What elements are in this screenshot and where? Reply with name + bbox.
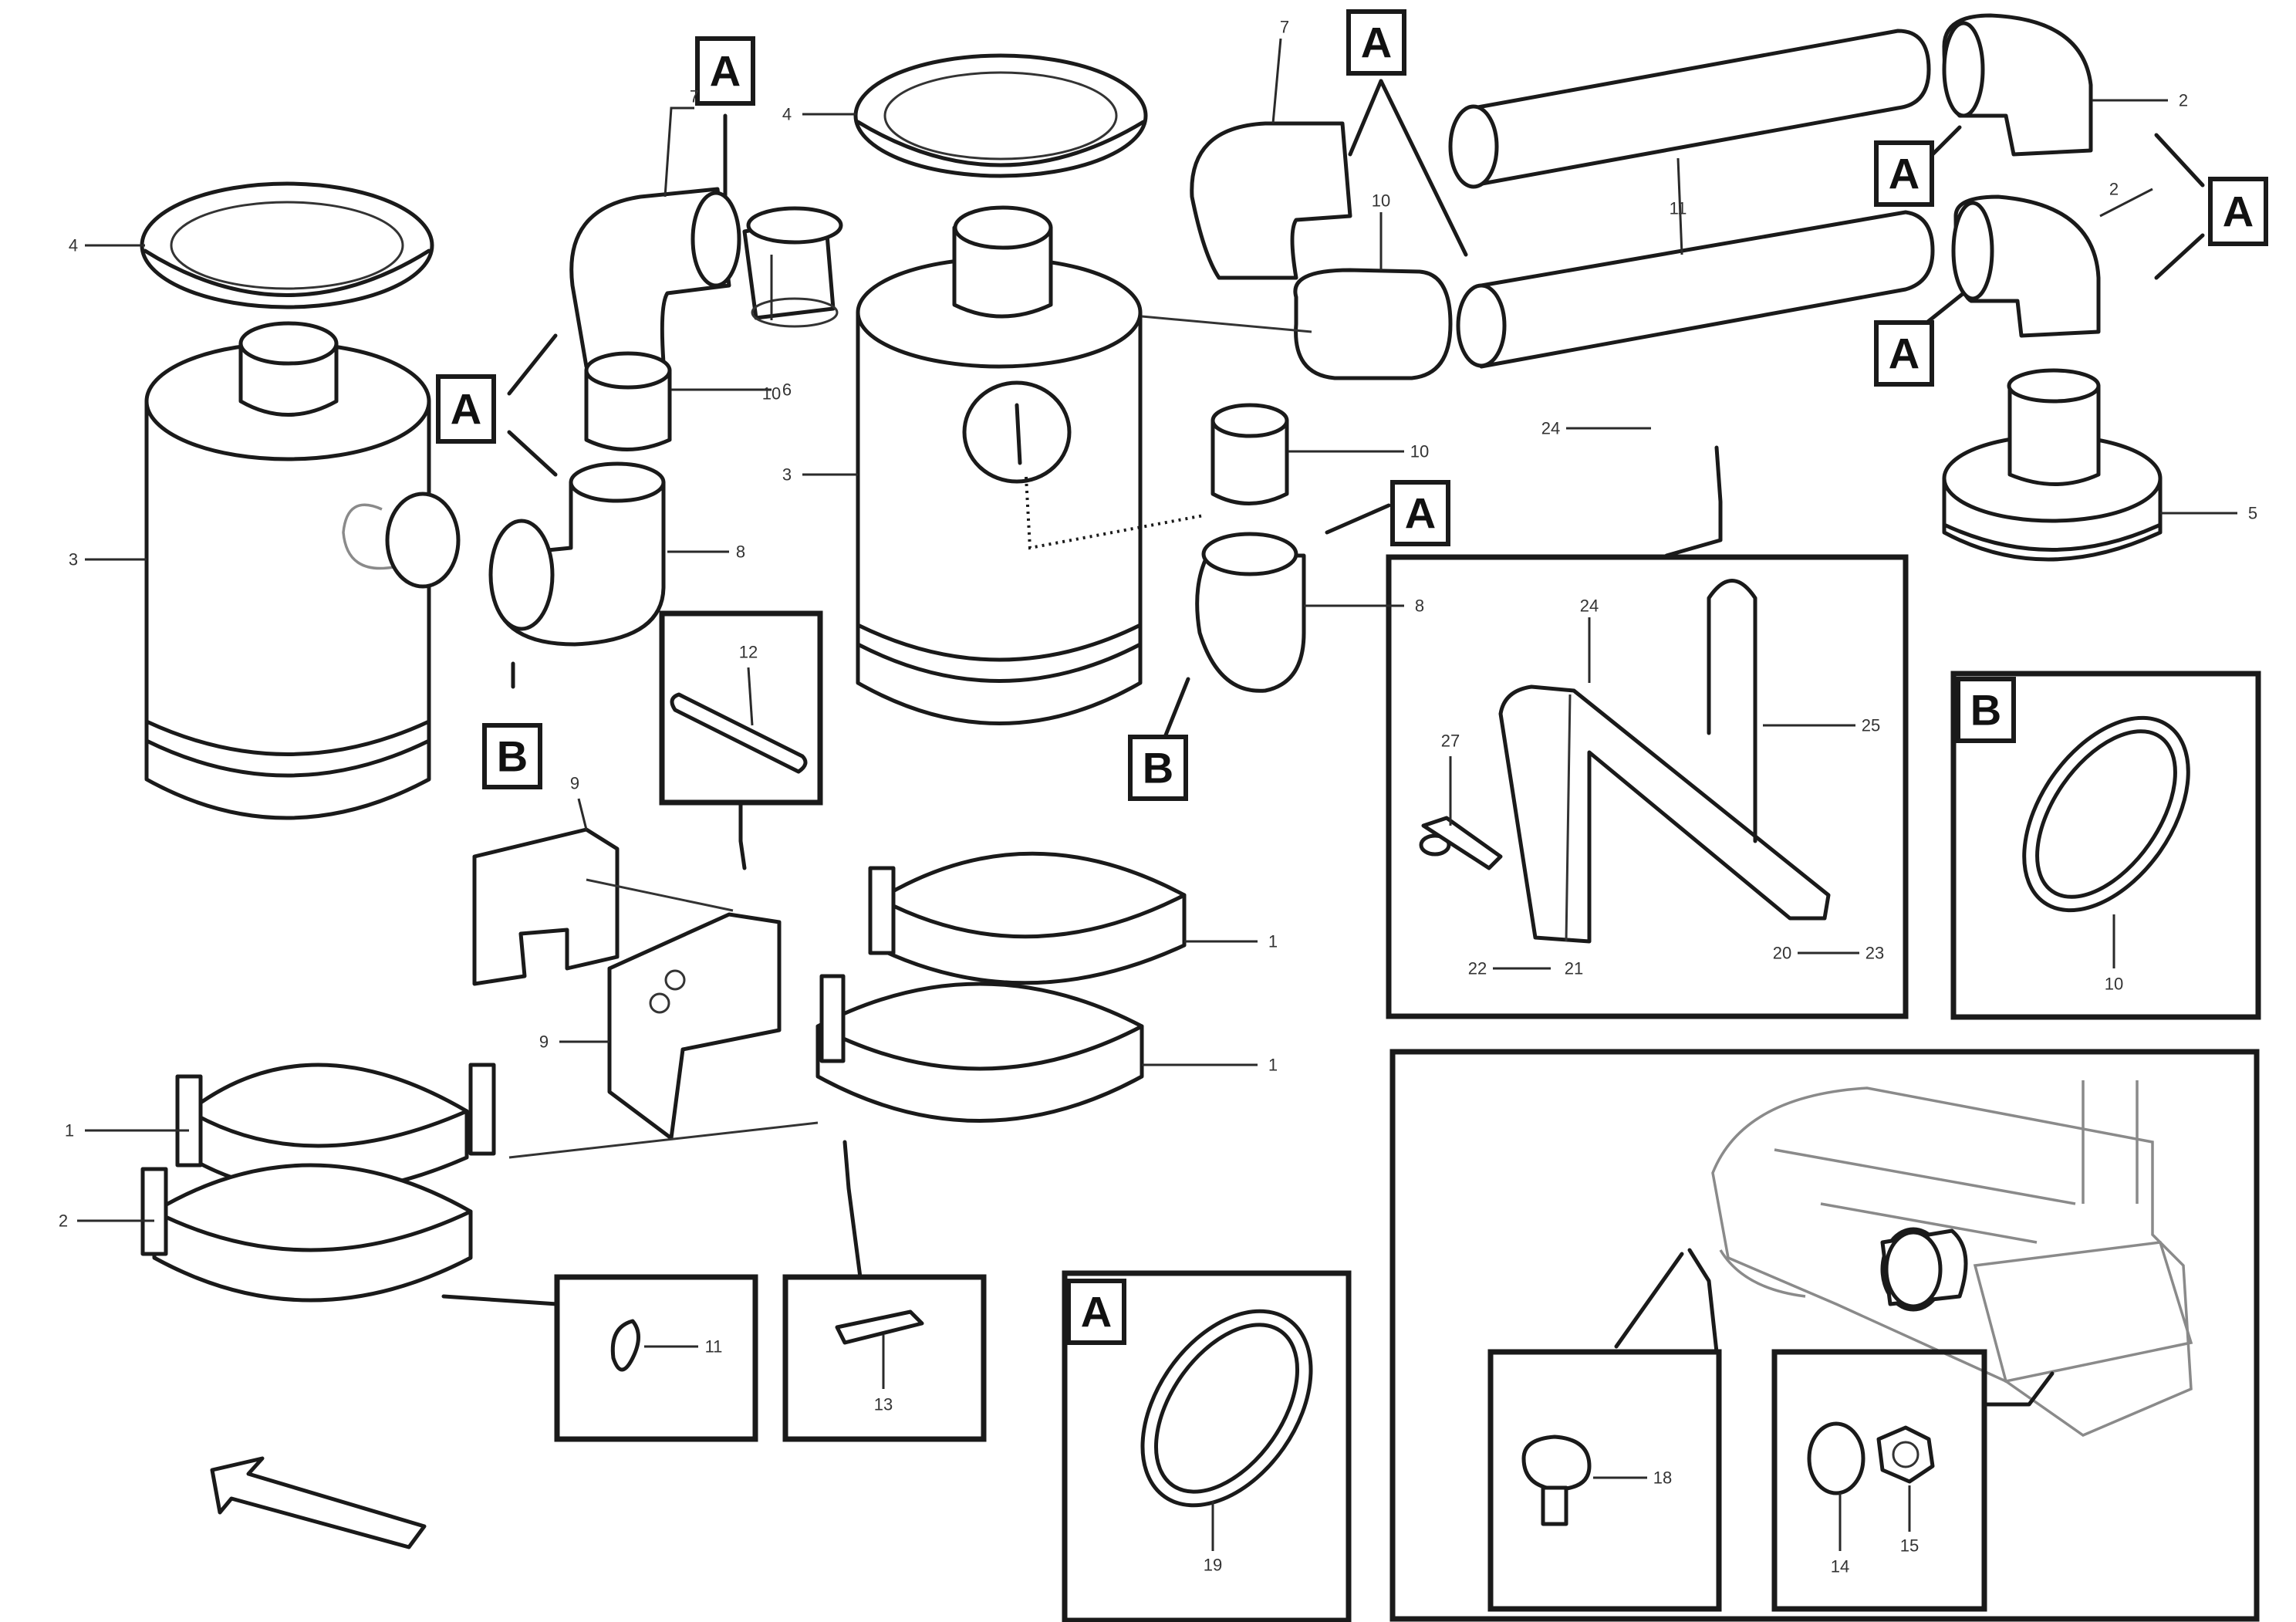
ref-14-inset: 14 bbox=[1831, 1557, 1849, 1576]
pipe-lower bbox=[1456, 210, 1935, 369]
inset-clip-1 bbox=[441, 1274, 758, 1442]
ref-7-a: 7 bbox=[690, 87, 699, 106]
elbow-right-lower bbox=[1951, 194, 2101, 338]
tag-A-6: A bbox=[2208, 177, 2268, 246]
sleeve-center bbox=[1293, 268, 1453, 380]
ref-10-c: 10 bbox=[1410, 442, 1429, 461]
band-lower-left-2 bbox=[140, 1163, 473, 1303]
svg-text:A: A bbox=[1889, 150, 1920, 198]
inset-clamp-B bbox=[1950, 671, 2261, 1020]
svg-text:A: A bbox=[1361, 19, 1392, 67]
band-center-1 bbox=[868, 851, 1187, 985]
ref-11: 11 bbox=[1670, 199, 1687, 218]
ref-20-inset: 20 bbox=[1773, 944, 1791, 963]
svg-text:A: A bbox=[1889, 329, 1920, 378]
ref-24: 24 bbox=[1541, 419, 1560, 438]
elbow-lower bbox=[488, 461, 666, 647]
inset-clip-2 bbox=[782, 1140, 987, 1442]
svg-text:A: A bbox=[1081, 1288, 1112, 1336]
ref-8-a: 8 bbox=[736, 542, 745, 562]
precleaner-right bbox=[1942, 368, 2163, 562]
ref-2-c: 2 bbox=[59, 1211, 68, 1231]
ref-10-b: 10 bbox=[1372, 191, 1390, 211]
ref-19-inset: 19 bbox=[1204, 1556, 1222, 1575]
ref-25-inset: 25 bbox=[1862, 716, 1880, 735]
ref-2-a: 2 bbox=[2179, 91, 2188, 110]
coupling-mid bbox=[584, 351, 672, 451]
svg-text:B: B bbox=[1970, 686, 2001, 735]
ref-8-b: 8 bbox=[1415, 596, 1424, 616]
svg-text:A: A bbox=[1405, 489, 1436, 538]
svg-text:A: A bbox=[451, 385, 481, 434]
elbow-upper bbox=[569, 187, 741, 369]
inset-clamp-A bbox=[1062, 1270, 1352, 1622]
ref-4-center: 4 bbox=[782, 105, 792, 124]
ref-3-left: 3 bbox=[69, 550, 78, 569]
tag-A-3: A bbox=[1346, 9, 1406, 76]
ref-27-inset: 27 bbox=[1441, 732, 1460, 751]
cap-left bbox=[140, 181, 434, 309]
ref-4-left: 4 bbox=[69, 236, 78, 255]
ref-10-inset-B: 10 bbox=[2105, 975, 2123, 994]
ref-18-inset: 18 bbox=[1653, 1468, 1672, 1488]
svg-text:B: B bbox=[497, 732, 528, 781]
tag-B-2: B bbox=[1128, 735, 1188, 801]
ref-22-inset: 22 bbox=[1468, 959, 1487, 978]
leaders bbox=[77, 38, 2237, 1222]
ref-9-b: 9 bbox=[539, 1032, 549, 1052]
reference-numbers: 3 4 4 3 7 6 8 10 7 10 10 8 11 2 2 5 24 1… bbox=[59, 18, 2257, 1576]
ref-21-inset: 21 bbox=[1565, 959, 1583, 978]
svg-text:A: A bbox=[2223, 188, 2254, 236]
ref-6-a: 6 bbox=[782, 380, 792, 400]
ref-23-inset: 23 bbox=[1866, 944, 1884, 963]
tag-A-2: A bbox=[436, 374, 496, 444]
pipe-upper bbox=[1448, 29, 1931, 189]
inset-screw bbox=[659, 610, 823, 870]
elbow-center-lower bbox=[1195, 532, 1306, 693]
ref-13-inset: 13 bbox=[874, 1395, 893, 1414]
direction-arrow bbox=[210, 1456, 427, 1549]
tag-pointers bbox=[507, 79, 2205, 739]
bracket-small bbox=[472, 827, 620, 986]
ref-5: 5 bbox=[2248, 504, 2257, 523]
tag-A-4: A bbox=[1874, 140, 1934, 207]
tag-A-7: A bbox=[1390, 480, 1450, 546]
coupling-upper bbox=[742, 206, 843, 328]
air-cleaner-center bbox=[853, 53, 1204, 725]
ref-10-a: 10 bbox=[762, 384, 781, 404]
cap-center bbox=[853, 53, 1148, 178]
ref-1-a: 1 bbox=[1268, 932, 1278, 951]
tag-A-5: A bbox=[1874, 320, 1934, 387]
elbow-right-upper bbox=[1942, 13, 2093, 157]
svg-text:B: B bbox=[1143, 744, 1173, 792]
inset-vehicle-view bbox=[1389, 1049, 2260, 1622]
ref-3-center: 3 bbox=[782, 465, 792, 485]
tag-A-1: A bbox=[695, 36, 755, 106]
ref-1-c: 1 bbox=[65, 1121, 74, 1140]
svg-text:A: A bbox=[710, 47, 741, 96]
tag-B-3: B bbox=[1956, 677, 2016, 743]
ref-7-b: 7 bbox=[1280, 18, 1289, 37]
elbow-center-upper bbox=[1190, 121, 1352, 280]
air-cleaner-left bbox=[140, 181, 461, 820]
ref-12: 12 bbox=[739, 643, 758, 662]
ref-15-inset: 15 bbox=[1900, 1536, 1919, 1556]
ref-2-b: 2 bbox=[2109, 180, 2119, 199]
tag-B-1: B bbox=[482, 723, 542, 789]
coupling-center bbox=[1210, 403, 1289, 505]
tag-A-8: A bbox=[1066, 1279, 1126, 1345]
outlet-left bbox=[342, 492, 461, 589]
bracket-main bbox=[607, 912, 782, 1140]
ref-24-inset: 24 bbox=[1580, 596, 1599, 616]
ref-1-b: 1 bbox=[1268, 1056, 1278, 1075]
service-indicator bbox=[962, 380, 1072, 484]
inset-bracket bbox=[1386, 445, 1909, 1019]
ref-11-inset: 11 bbox=[705, 1337, 723, 1357]
band-center-2 bbox=[815, 974, 1144, 1123]
ref-9-a: 9 bbox=[570, 774, 579, 793]
